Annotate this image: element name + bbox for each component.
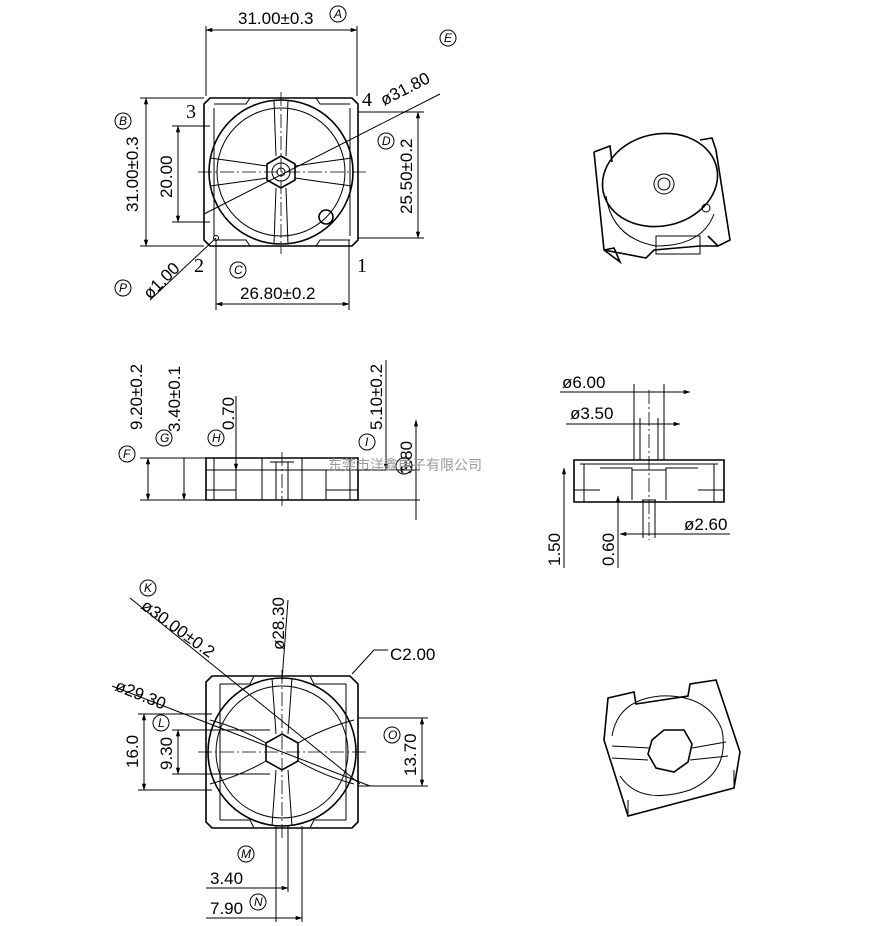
- svg-text:J: J: [400, 459, 408, 473]
- pin-1-label: 1: [357, 255, 367, 277]
- svg-text:B: B: [119, 114, 127, 128]
- section-view-outline: [573, 459, 725, 503]
- left-height-dim: 31.00±0.3: [123, 136, 142, 212]
- top-view-small-hole: [318, 209, 334, 225]
- bottom-view-outline: [205, 675, 359, 829]
- pin-2-label: 2: [194, 255, 204, 277]
- svg-text:L: L: [158, 716, 165, 730]
- side-view: 9.20±0.2 3.40±0.1 0.70 5.10±0.2 3.80 F G…: [118, 360, 420, 520]
- iso-small-hole: [701, 203, 711, 213]
- iso-front-tab: [655, 235, 701, 255]
- section-h1-dim: 1.50: [545, 533, 564, 566]
- bottom-w1-dim: 3.40: [210, 869, 243, 888]
- top-view-body-outline: [203, 97, 359, 247]
- section-d1-dim: ø6.00: [562, 373, 605, 392]
- balloon-b: B: [114, 112, 132, 130]
- svg-text:C: C: [234, 263, 243, 277]
- section-d2-dim: ø3.50: [570, 404, 613, 423]
- chamfer-leader: [351, 649, 375, 675]
- top-view: 31.00±0.3 31.00±0.3 20.00 25.50±0.2 26.8…: [114, 5, 457, 310]
- balloon-i: I: [358, 433, 376, 451]
- bottom-h3-dim: 13.70: [401, 733, 420, 776]
- iso-bottom-outline: [603, 679, 741, 817]
- svg-text:E: E: [444, 31, 453, 45]
- hole-dim: ø1.00: [139, 259, 183, 303]
- side-small-dim: 3.80: [397, 441, 416, 474]
- section-d3-dim: ø2.60: [684, 515, 727, 534]
- iso-right-pin: [699, 137, 731, 247]
- iso-hub-outer: [653, 173, 675, 195]
- balloon-h: H: [207, 429, 225, 447]
- bottom-d3-leader: [281, 599, 289, 681]
- diameter-dim: ø31.80: [377, 69, 433, 110]
- balloon-g: G: [155, 429, 173, 447]
- svg-text:I: I: [365, 435, 369, 449]
- section-view: ø6.00 ø3.50 ø2.60 1.50 0.60: [545, 373, 730, 568]
- balloon-f: F: [118, 445, 136, 463]
- watermark: 东莞市洋鑫电子有限公司: [328, 457, 482, 473]
- bottom-d1-dim: ø30.00±0.2: [138, 596, 219, 662]
- balloon-p: P: [114, 279, 132, 297]
- svg-text:M: M: [241, 847, 251, 861]
- top-view-ribs: [209, 99, 353, 245]
- top-view-inner-frame: [213, 97, 351, 247]
- iso-bottom-hub: [647, 729, 693, 773]
- svg-text:F: F: [123, 447, 131, 461]
- svg-text:N: N: [254, 895, 263, 909]
- section-h2-dim: 0.60: [599, 533, 618, 566]
- balloon-l: L: [152, 714, 170, 732]
- isometric-top-view: [593, 132, 731, 265]
- bottom-d1-leader: [129, 597, 361, 785]
- isometric-bottom-view: [603, 679, 741, 817]
- balloon-a: A: [329, 5, 347, 23]
- right-height-dim: 25.50±0.2: [397, 138, 416, 214]
- svg-text:G: G: [160, 431, 169, 445]
- iso-hub-inner: [657, 177, 671, 191]
- side-height-dim: 9.20±0.2: [127, 364, 146, 430]
- svg-text:H: H: [212, 431, 221, 445]
- bottom-view: C2.00 ø30.00±0.2 ø29.30 ø28.30 16.0 9.30…: [111, 579, 435, 922]
- svg-text:D: D: [382, 134, 391, 148]
- iso-bottom-ring: [611, 695, 724, 796]
- pin-4-label: 4: [362, 89, 372, 111]
- iso-left-pin: [593, 144, 622, 265]
- side-step-dim: 3.40±0.1: [165, 366, 184, 432]
- svg-text:P: P: [119, 281, 127, 295]
- svg-text:K: K: [144, 581, 153, 595]
- pin-3-label: 3: [186, 101, 196, 123]
- chamfer-dim: C2.00: [390, 645, 435, 664]
- iso-base: [603, 245, 718, 259]
- inner-height-dim: 20.00: [157, 155, 176, 198]
- balloon-c: C: [229, 261, 247, 279]
- iso-top-cylinder: [601, 132, 719, 228]
- side-right-dim: 5.10±0.2: [367, 364, 386, 430]
- bottom-h2-dim: 9.30: [157, 737, 176, 770]
- bottom-d3-dim: ø28.30: [269, 597, 288, 650]
- side-thin-dim: 0.70: [219, 397, 238, 430]
- svg-text:O: O: [388, 728, 397, 742]
- bottom-width-dim: 26.80±0.2: [240, 284, 316, 303]
- balloon-j: J: [395, 457, 413, 475]
- svg-text:A: A: [333, 7, 342, 21]
- bottom-d2-dim: ø29.30: [113, 676, 169, 713]
- balloon-n: N: [249, 893, 267, 911]
- bottom-w2-dim: 7.90: [210, 899, 243, 918]
- balloon-k: K: [139, 579, 157, 597]
- top-width-dim: 31.00±0.3: [238, 9, 314, 28]
- balloon-e: E: [439, 29, 457, 47]
- top-view-hole-leader: [149, 237, 217, 301]
- balloon-d: D: [377, 132, 395, 150]
- balloon-m: M: [237, 845, 255, 863]
- iso-bottom-ribs: [611, 741, 735, 816]
- top-view-diameter-leader: [203, 93, 441, 215]
- iso-cylinder-side: [605, 195, 715, 247]
- bottom-h1-dim: 16.0: [123, 735, 142, 768]
- balloon-o: O: [383, 726, 401, 744]
- bottom-d2-leader: [111, 685, 371, 787]
